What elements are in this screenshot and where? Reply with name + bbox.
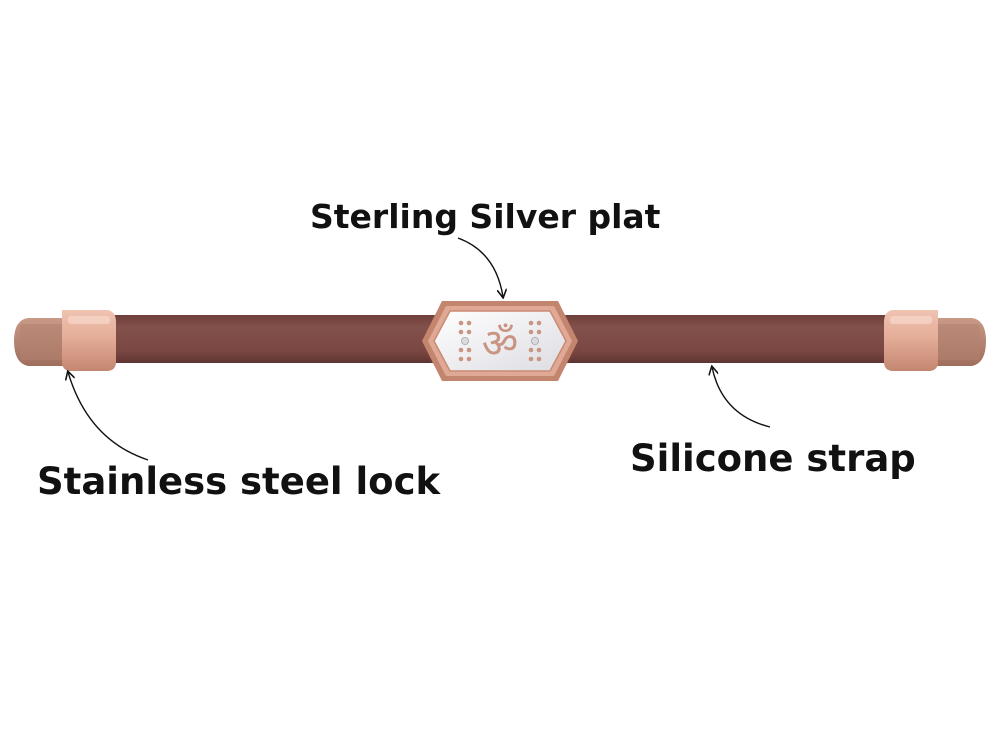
strap-arrow: [712, 367, 771, 428]
left-steel-lock: [14, 310, 116, 371]
lock-arrow: [68, 372, 149, 461]
plate-label: Sterling Silver plat: [310, 197, 661, 236]
right-steel-lock: [884, 310, 986, 371]
strap-label: Silicone strap: [630, 437, 916, 480]
sterling-silver-plate: ॐ: [422, 301, 578, 381]
plate-arrow: [457, 237, 503, 297]
lock-label: Stainless steel lock: [37, 460, 441, 503]
om-symbol-icon: ॐ: [482, 321, 518, 367]
